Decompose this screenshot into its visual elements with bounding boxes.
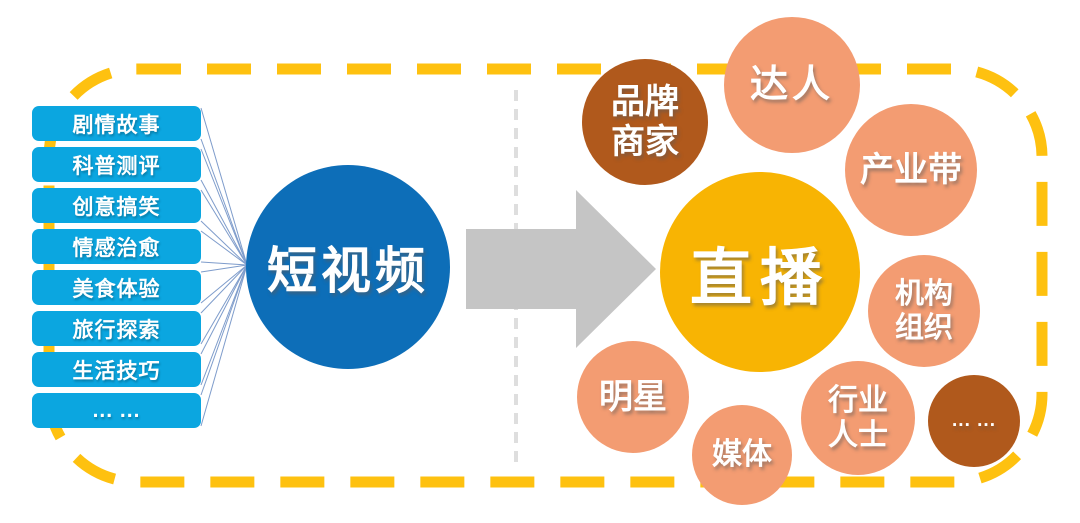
category-label: 科普测评 <box>72 154 161 178</box>
participant-circle-industry-people: 行业人士 <box>801 361 915 475</box>
category-label: 创意搞笑 <box>72 195 161 219</box>
participant-label: 媒体 <box>712 438 772 472</box>
participant-label: 品牌 <box>611 82 679 121</box>
category-box-emotional-healing: 情感治愈 <box>32 229 201 264</box>
participant-circle-more: ... ... <box>928 375 1020 467</box>
category-box-drama: 剧情故事 <box>32 106 201 141</box>
participant-circle-celebrities: 明星 <box>577 341 689 453</box>
participant-circle-brand-merchants: 品牌商家 <box>582 59 708 185</box>
participant-circle-industrial-belt: 产业带 <box>845 104 977 236</box>
participant-label: 产业带 <box>860 150 962 189</box>
right-arrow-icon <box>466 190 656 348</box>
category-box-more: ... ... <box>32 393 201 428</box>
participant-label: 组织 <box>894 312 953 344</box>
category-box-travel-exploration: 旅行探索 <box>32 311 201 346</box>
category-label: 美食体验 <box>72 277 161 301</box>
participant-circle-influencers: 达人 <box>724 17 860 153</box>
participant-circle-media: 媒体 <box>692 405 792 505</box>
category-box-food-experience: 美食体验 <box>32 270 201 305</box>
participant-circle-organizations: 机构组织 <box>868 255 980 367</box>
participant-label: 商家 <box>611 123 679 161</box>
category-label: 生活技巧 <box>72 359 161 383</box>
participant-label: ... ... <box>952 409 996 431</box>
source-circle-short-video: 短视频 <box>246 165 450 369</box>
participant-label: 人士 <box>828 419 888 452</box>
participant-label: 明星 <box>599 377 667 416</box>
participant-label: 行业 <box>828 383 888 417</box>
category-box-science-review: 科普测评 <box>32 147 201 182</box>
category-connector-lines <box>200 107 248 427</box>
category-label: 情感治愈 <box>72 236 161 260</box>
category-box-creative-comedy: 创意搞笑 <box>32 188 201 223</box>
target-circle-live-streaming: 直播 <box>660 172 860 372</box>
category-box-life-skills: 生活技巧 <box>32 352 201 387</box>
category-label: 剧情故事 <box>72 113 161 137</box>
participant-label: 机构 <box>894 277 953 310</box>
target-circle-label: 直播 <box>689 244 830 313</box>
category-label: 旅行探索 <box>72 318 161 342</box>
source-circle-label: 短视频 <box>267 243 429 299</box>
category-label: ... ... <box>92 398 141 422</box>
participant-label: 达人 <box>749 63 834 106</box>
